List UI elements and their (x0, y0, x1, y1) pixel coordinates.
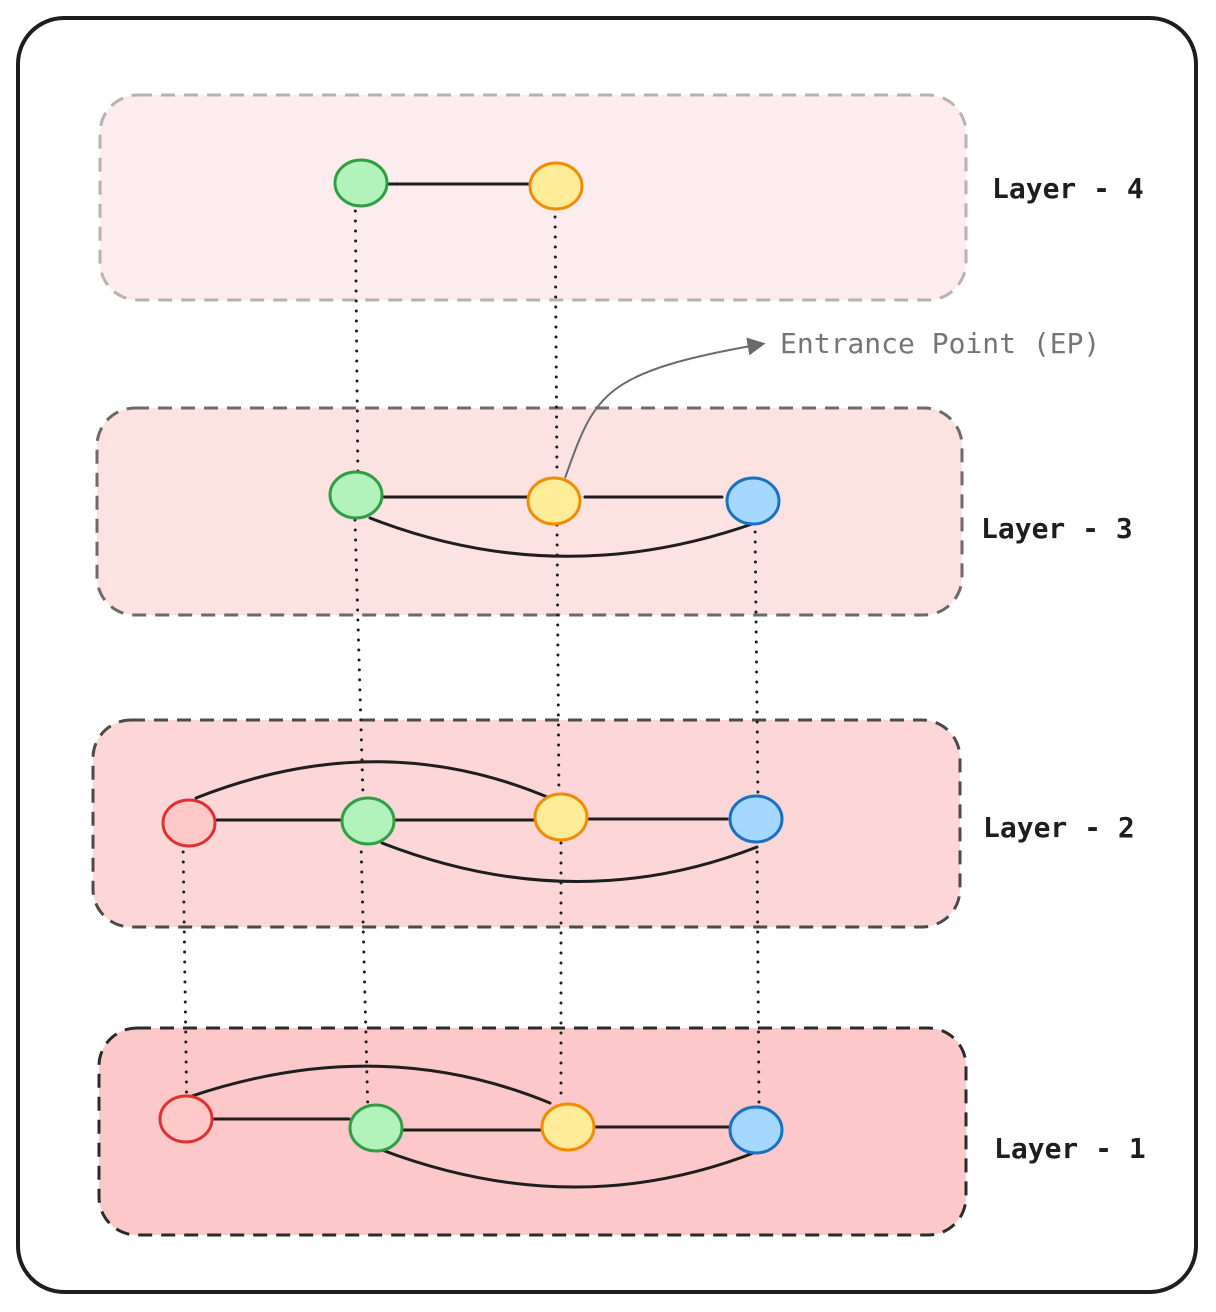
vertical-link-blue-3-2 (753, 520, 760, 802)
layer-3-label: Layer - 3 (981, 512, 1133, 545)
vertical-link-blue-2-1 (755, 840, 761, 1106)
layer-2-label: Layer - 2 (983, 811, 1135, 844)
vertical-link-red-2-1 (181, 840, 189, 1126)
node-l2-blue (728, 794, 784, 844)
nodes (158, 158, 784, 1155)
node-l3-yellow (526, 476, 582, 526)
layer-2-panel (91, 718, 962, 929)
vertical-link-green-4-3 (353, 179, 360, 485)
node-l3-blue (725, 476, 781, 526)
entrance-point-arrow (564, 337, 766, 479)
vertical-links (181, 179, 761, 1126)
vertical-link-green-3-2 (353, 518, 365, 798)
node-l1-yellow (540, 1102, 596, 1152)
node-l2-red (161, 798, 217, 848)
node-l1-red (158, 1094, 214, 1144)
layer-edges (190, 182, 759, 1189)
edge-l2-green-blue-curve (380, 841, 759, 883)
node-l1-blue (728, 1105, 784, 1155)
node-l4-yellow (528, 161, 584, 211)
node-l2-yellow (533, 792, 589, 842)
edge-l1-green-blue-curve (380, 1148, 758, 1189)
node-l1-green (348, 1103, 404, 1153)
entrance-point-label: Entrance Point (EP) (780, 327, 1100, 360)
layer-4-label: Layer - 4 (992, 172, 1144, 205)
layer-1-label: Layer - 1 (994, 1132, 1146, 1165)
edge-l2-red-yellow-curve (194, 760, 554, 801)
node-l3-green (328, 470, 384, 520)
entrance-point-annotation: Entrance Point (EP) (564, 327, 1100, 479)
node-l4-green (333, 158, 389, 208)
node-l2-green (340, 796, 396, 846)
vertical-link-yellow-3-2 (555, 523, 561, 807)
layer-labels: Layer - 4 Layer - 3 Layer - 2 Layer - 1 (981, 172, 1146, 1165)
outer-frame (16, 16, 1198, 1294)
edge-l3-green-blue-curve (368, 516, 757, 558)
edge-l1-red-yellow-curve (190, 1064, 552, 1105)
